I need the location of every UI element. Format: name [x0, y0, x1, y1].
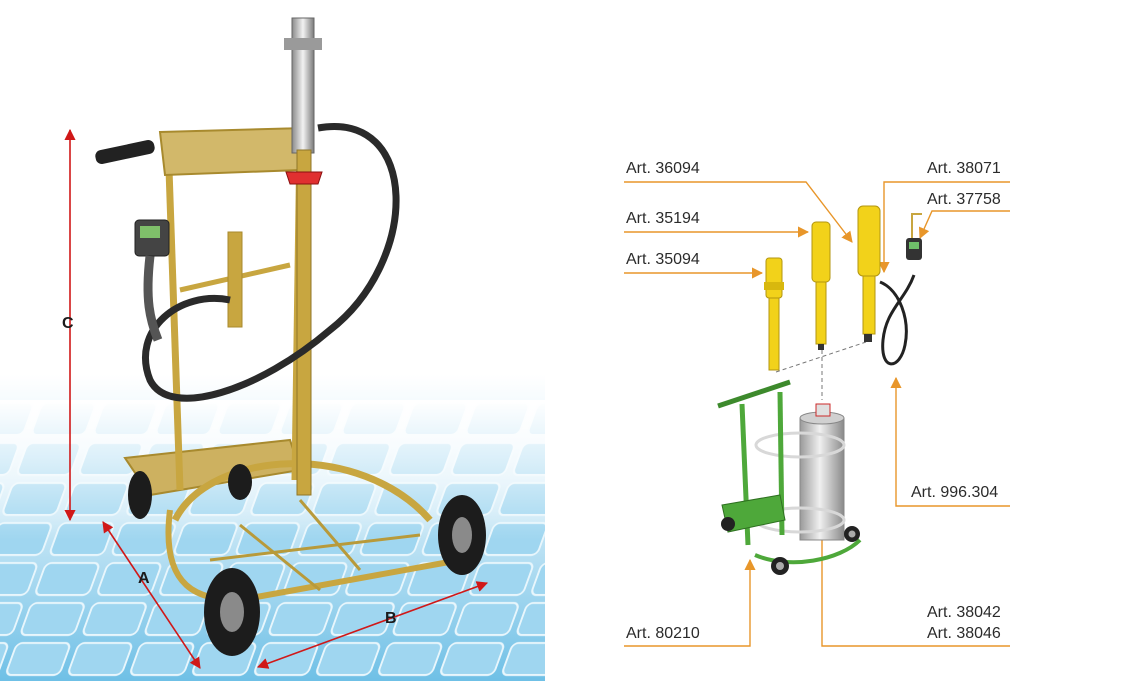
label-art-38046: Art. 38046	[927, 625, 1001, 642]
dimension-c-label: C	[62, 315, 74, 332]
pump-36094	[857, 205, 881, 342]
dimension-b-label: B	[385, 610, 397, 627]
wheels	[128, 464, 486, 656]
assembly-guides	[775, 341, 867, 400]
label-art-38071: Art. 38071	[927, 160, 1001, 177]
label-art-35094: Art. 35094	[626, 251, 700, 268]
dimension-a-arrow	[102, 521, 201, 669]
pump-35194	[811, 221, 831, 350]
dimension-a-label: A	[138, 570, 150, 587]
pump-35094	[764, 257, 784, 371]
green-trolley	[717, 379, 862, 575]
label-art-996304: Art. 996.304	[911, 484, 999, 501]
hose-kit	[879, 213, 922, 366]
leader-37758	[918, 210, 1010, 240]
dimension-arrows	[64, 128, 489, 669]
label-art-37758: Art. 37758	[927, 191, 1001, 208]
label-art-35194: Art. 35194	[626, 210, 700, 227]
trolley-photo	[0, 0, 545, 681]
label-art-36094: Art. 36094	[626, 160, 700, 177]
dimension-b-arrow	[256, 581, 489, 669]
dispensing-gun	[95, 140, 170, 342]
pump-tube	[284, 17, 323, 496]
label-art-80210: Art. 80210	[626, 625, 700, 642]
label-art-38042: Art. 38042	[927, 604, 1001, 621]
